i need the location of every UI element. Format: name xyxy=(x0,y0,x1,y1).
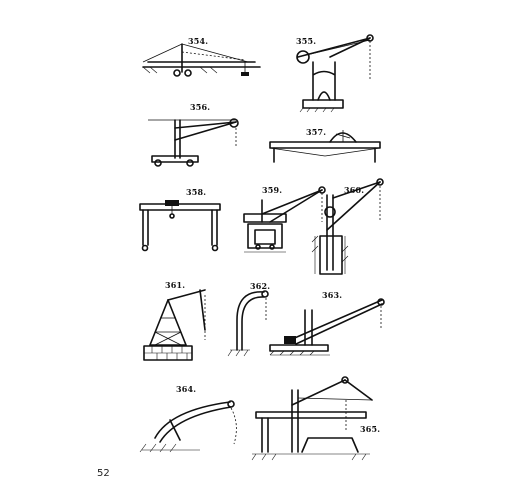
page-number: 52 xyxy=(97,468,110,479)
figure-359-label: 359. xyxy=(262,185,283,195)
figure-357-label: 357. xyxy=(306,127,327,137)
figure-356-label: 356. xyxy=(190,102,211,112)
figure-359-crane-drawing xyxy=(243,186,326,253)
figure-356-crane-drawing xyxy=(148,118,239,167)
figure-361-crane-drawing xyxy=(143,289,206,361)
figure-355-label: 355. xyxy=(296,36,317,46)
figure-355-crane-drawing xyxy=(296,34,374,113)
figure-364-crane-drawing xyxy=(139,400,237,453)
figure-363-label: 363. xyxy=(322,290,343,300)
figure-361-label: 361. xyxy=(165,280,186,290)
figure-358-label: 358. xyxy=(186,187,207,197)
figure-363-crane-drawing xyxy=(269,298,385,356)
figure-354-crane-drawing xyxy=(142,43,261,77)
figure-362-label: 362. xyxy=(250,281,271,291)
figure-354-label: 354. xyxy=(188,36,209,46)
figure-362-crane-drawing xyxy=(227,290,269,357)
figure-360-label: 360. xyxy=(344,185,365,195)
figure-358-crane-drawing xyxy=(139,200,221,252)
figure-360-crane-drawing xyxy=(311,178,384,275)
figure-357-crane-drawing xyxy=(269,130,381,163)
figure-365-label: 365. xyxy=(360,424,381,434)
figure-364-label: 364. xyxy=(176,384,197,394)
figure-365-crane-drawing xyxy=(251,376,373,461)
